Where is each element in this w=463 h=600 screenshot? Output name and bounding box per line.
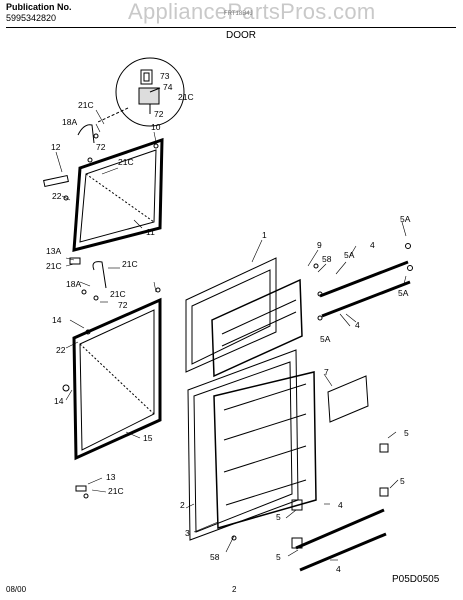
- bracket-5-mid: [379, 487, 389, 497]
- hinge-clip-13: [75, 485, 87, 492]
- callout-4: 4: [370, 240, 375, 250]
- callout-12: 12: [51, 142, 61, 152]
- publication-label: Publication No.: [6, 2, 72, 12]
- callout-21c: 21C: [122, 259, 138, 269]
- freezer-door-liner: [185, 257, 303, 378]
- callout-73: 73: [160, 71, 170, 81]
- fresh-food-door-frame: [72, 297, 162, 461]
- callout-3: 3: [185, 528, 190, 538]
- fasteners: [62, 133, 413, 541]
- shelf-bars: [295, 260, 411, 572]
- callout-5a: 5A: [400, 214, 411, 224]
- callout-21c: 21C: [178, 92, 194, 102]
- callout-5a: 5A: [344, 250, 355, 260]
- watermark: AppliancePartsPros.com: [128, 0, 376, 24]
- callout-72: 72: [118, 300, 128, 310]
- callout-74: 74: [163, 82, 173, 92]
- callout-5: 5: [276, 512, 281, 522]
- callout-5a: 5A: [398, 288, 409, 298]
- callout-14: 14: [52, 315, 62, 325]
- callout-58: 58: [322, 254, 332, 264]
- callout-11: 11: [146, 227, 155, 237]
- freezer-door-frame: [72, 137, 164, 252]
- hinge-wire-lower: [92, 261, 107, 289]
- callout-21c: 21C: [46, 261, 62, 271]
- callout-4: 4: [336, 564, 341, 574]
- callout-4: 4: [338, 500, 343, 510]
- page-number: 2: [232, 585, 237, 594]
- bracket-5-lower-b: [291, 537, 303, 549]
- callout-10: 10: [151, 122, 161, 132]
- bracket-5-lower-a: [291, 499, 303, 511]
- hinge-wire-upper: [77, 124, 95, 144]
- callout-18a: 18A: [62, 117, 77, 127]
- callout-1: 1: [262, 230, 267, 240]
- callout-22: 22: [56, 345, 66, 355]
- bracket-5-upper: [379, 443, 389, 453]
- hinge-clip-13a: [69, 257, 81, 265]
- callout-13a: 13A: [46, 246, 61, 256]
- section-title: DOOR: [226, 30, 256, 41]
- callout-5: 5: [400, 476, 405, 486]
- callout-14: 14: [54, 396, 64, 406]
- handle-trim-12: [43, 174, 69, 188]
- callout-58: 58: [210, 552, 220, 562]
- callout-7: 7: [324, 367, 329, 377]
- callout-21c: 21C: [118, 157, 134, 167]
- callout-72: 72: [154, 109, 164, 119]
- callout-72: 72: [96, 142, 106, 152]
- hinge-detail-inset: [97, 57, 185, 127]
- callout-21c: 21C: [110, 289, 126, 299]
- callout-18a: 18A: [66, 279, 81, 289]
- diagram-code: P05D0505: [392, 574, 440, 585]
- dairy-door: [327, 375, 369, 423]
- header-rule: [6, 27, 456, 28]
- callout-21c: 21C: [108, 486, 124, 496]
- callout-21c: 21C: [78, 100, 94, 110]
- callout-9: 9: [317, 240, 322, 250]
- callout-labels: 73 74 21C 72 21C 18A 72 10 12 21C 22 11 …: [46, 71, 411, 574]
- callout-2: 2: [180, 500, 185, 510]
- model-number: FRT18B4J: [224, 11, 253, 17]
- fresh-food-door-liner: [187, 349, 317, 541]
- callout-5: 5: [404, 428, 409, 438]
- callout-13: 13: [106, 472, 116, 482]
- callout-5: 5: [276, 552, 281, 562]
- callout-4: 4: [355, 320, 360, 330]
- callout-5a: 5A: [320, 334, 331, 344]
- callout-15: 15: [143, 433, 153, 443]
- publication-number: 5995342820: [6, 13, 57, 23]
- callout-22: 22: [52, 191, 62, 201]
- footer-date: 08/00: [6, 585, 27, 594]
